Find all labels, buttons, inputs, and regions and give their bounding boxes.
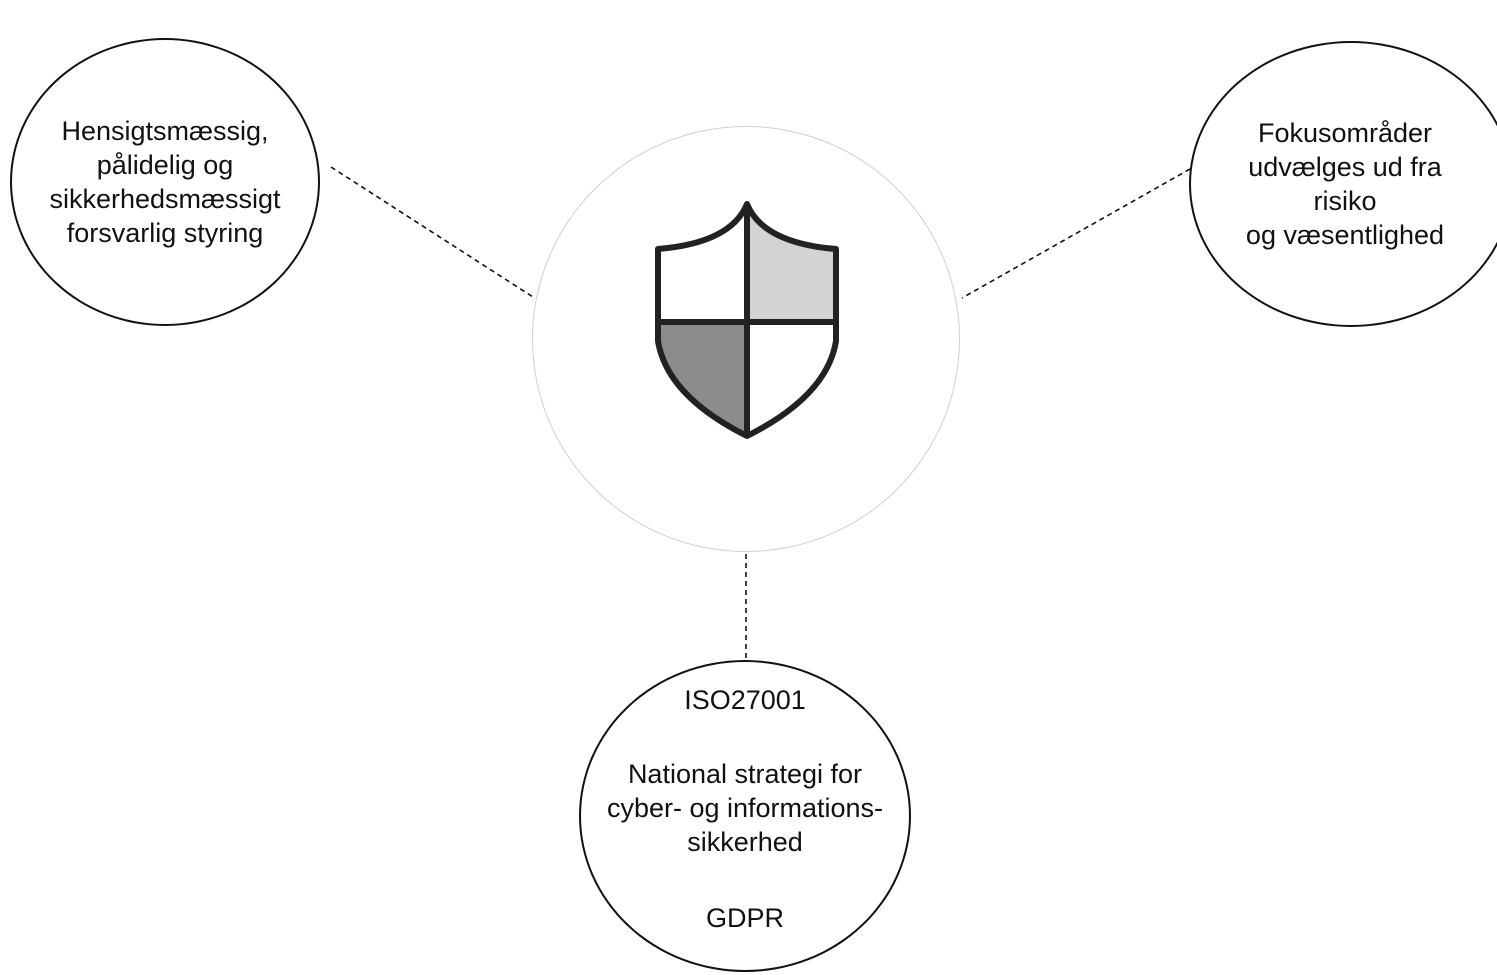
connector-right [961, 168, 1191, 299]
center-node [532, 126, 960, 552]
node-text-line: pålidelig og [96, 150, 234, 180]
connector-left [330, 166, 534, 298]
shield-quadrant-bottom-right [747, 322, 836, 436]
node-focus-areas: Fokusområder udvælges ud fra risiko og v… [1189, 41, 1497, 327]
node-text-line: og væsentlighed [1245, 220, 1445, 250]
node-footer: GDPR [705, 903, 784, 933]
node-governance: Hensigtsmæssig, pålidelig og sikkerhedsm… [10, 38, 320, 326]
shield-quadrant-bottom-left [658, 322, 747, 436]
node-text-line: forsvarlig styring [66, 218, 264, 248]
node-text-line: sikkerhedsmæssigt [49, 184, 281, 214]
node-text-line: udvælges ud fra risiko [1248, 152, 1442, 216]
node-text-line: Hensigtsmæssig, [61, 116, 269, 146]
node-text-line: Fokusområder [1257, 118, 1433, 148]
node-heading: ISO27001 [684, 685, 806, 715]
node-text-line: National strategi for [627, 759, 863, 789]
node-text-line: sikkerhed [687, 827, 803, 857]
node-text-line: cyber- og informations- [606, 793, 884, 823]
node-standards: ISO27001 National strategi for cyber- og… [579, 660, 911, 972]
shield-icon [655, 201, 839, 439]
